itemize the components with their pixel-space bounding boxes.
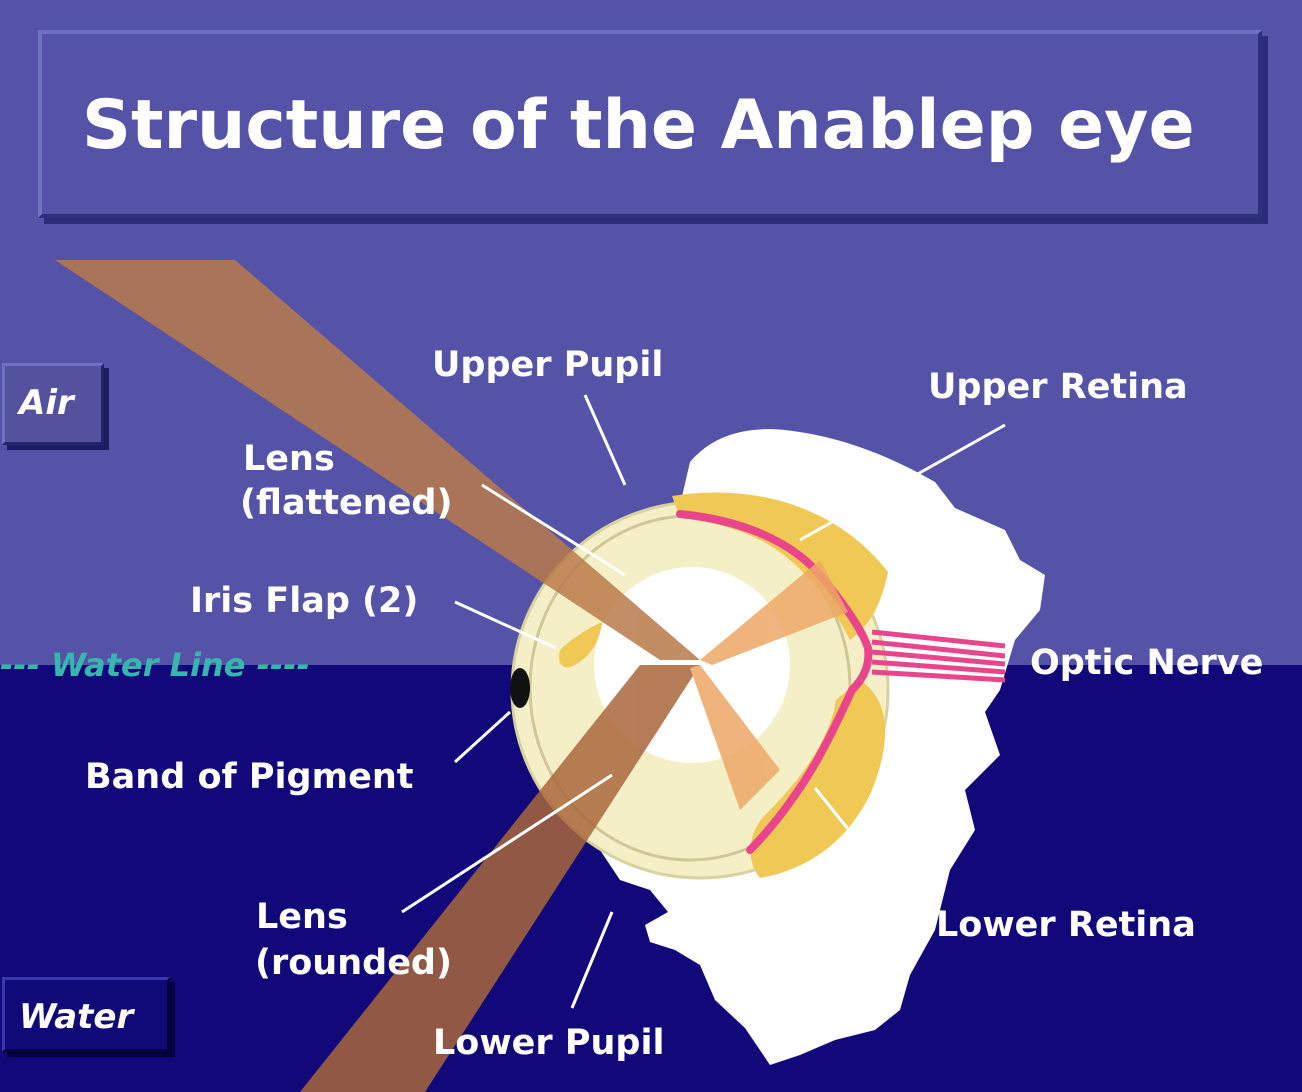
optic-nerve-shape <box>871 629 1006 683</box>
label-optic-nerve: Optic Nerve <box>1030 643 1264 683</box>
label-upper-retina: Upper Retina <box>928 367 1188 407</box>
label-lens-rounded-line1: Lens <box>256 897 348 937</box>
label-iris-flap: Iris Flap (2) <box>190 581 419 621</box>
air-button-label: Air <box>19 383 74 423</box>
iris-flap-shape <box>559 622 602 668</box>
retina-nerve-line <box>676 510 873 854</box>
air-button[interactable]: Air <box>2 363 104 445</box>
lower-light-beam <box>300 665 780 1092</box>
label-lens-flattened-line1: Lens <box>243 439 335 479</box>
label-band-of-pigment: Band of Pigment <box>85 757 414 797</box>
label-lower-pupil: Lower Pupil <box>433 1023 665 1063</box>
label-upper-pupil: Upper Pupil <box>432 345 664 385</box>
label-lens-rounded-line2: (rounded) <box>255 943 452 983</box>
title-panel: Structure of the Anablep eye <box>38 30 1262 218</box>
lower-retina-shape <box>750 680 886 878</box>
band-of-pigment-shape <box>510 668 530 708</box>
water-line-label: --- Water Line ---- <box>0 646 310 684</box>
water-button[interactable]: Water <box>2 977 170 1052</box>
upper-light-beam <box>55 260 848 665</box>
pointer-lines <box>401 394 1006 1009</box>
label-lower-retina: Lower Retina <box>936 905 1196 945</box>
label-lens-flattened-line2: (flattened) <box>240 483 453 523</box>
water-button-label: Water <box>19 997 134 1037</box>
page-title: Structure of the Anablep eye <box>82 86 1195 165</box>
